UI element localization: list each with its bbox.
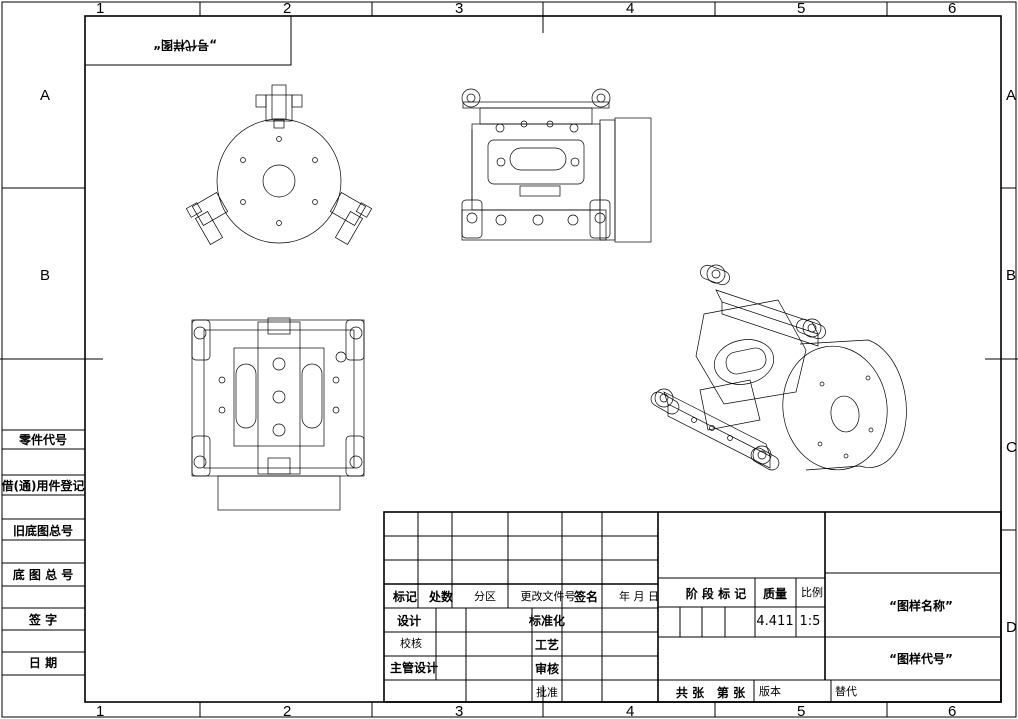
tb-scale: 比例: [801, 585, 823, 599]
zone-col-1-bottom: 1: [96, 703, 104, 719]
zone-col-5-bottom: 5: [797, 703, 805, 719]
old-base-label: 旧底图总号: [13, 523, 73, 538]
date-label: 日 期: [29, 655, 57, 670]
tb-mass-value: 4.411: [756, 614, 793, 629]
tb-change-doc: 更改文件号: [521, 589, 576, 603]
zone-col-4: 4: [626, 0, 634, 17]
tb-review: 审核: [535, 661, 559, 676]
tb-zone: 分区: [474, 590, 496, 603]
tb-ymd: 年 月 日: [619, 589, 659, 603]
view-front: [461, 88, 652, 243]
zone-col-6: 6: [948, 0, 956, 17]
tb-sheet-no: 第 张: [717, 685, 746, 700]
base-total-label: 底 图 总 号: [13, 567, 74, 582]
tb-stage-mark: 阶 段 标 记: [686, 586, 747, 601]
zone-col-1: 1: [96, 0, 104, 17]
view-isometric: [650, 264, 907, 471]
zone-row-b-left: B: [40, 267, 50, 284]
title-block: 标记 处数 分区 更改文件号 签名 年 月 日 设计 校核 主管设计 标准化 工…: [383, 511, 1002, 703]
part-code-label: 零件代号: [18, 432, 67, 447]
tb-sign: 签名: [573, 589, 598, 604]
borrowed-label: 借(通)用件登记: [1, 478, 85, 493]
tb-version: 版本: [759, 684, 781, 698]
tb-total-sheets: 共 张: [676, 685, 705, 700]
zone-col-6-bottom: 6: [948, 703, 956, 719]
zone-row-d-right: D: [1006, 619, 1017, 636]
tb-drawing-code: “图样代号”: [889, 651, 953, 666]
zone-labels: 1 2 3 4 5 6 1 2 3 4 5 6 A B A B C D: [40, 0, 1017, 719]
tb-mass: 质量: [763, 586, 787, 601]
drawing-code-box-text: „号代样图“: [153, 38, 217, 53]
tb-standardize: 标准化: [528, 613, 565, 628]
tb-design: 设计: [397, 613, 421, 628]
zone-col-2: 2: [283, 0, 291, 17]
zone-row-c-right: C: [1006, 439, 1017, 456]
tb-process: 工艺: [535, 637, 559, 652]
zone-row-a-left: A: [40, 87, 50, 104]
signature-label: 签 字: [28, 612, 57, 627]
tb-check: 校核: [400, 636, 422, 650]
zone-col-5: 5: [797, 0, 805, 17]
tb-approve: 批准: [536, 685, 558, 699]
tb-mark: 标记: [392, 589, 417, 604]
zone-col-4-bottom: 4: [626, 703, 634, 719]
drawing-code-box: „号代样图“: [84, 15, 292, 66]
tb-replace: 替代: [835, 684, 857, 698]
tb-count: 处数: [428, 589, 454, 604]
tb-drawing-name: “图样名称”: [889, 598, 953, 613]
tb-scale-value: 1:5: [800, 614, 821, 629]
zone-col-2-bottom: 2: [283, 703, 291, 719]
view-top: [191, 317, 365, 511]
tb-chief-design: 主管设计: [390, 660, 438, 675]
zone-row-b-right: B: [1006, 267, 1016, 284]
left-strip: 零件代号 借(通)用件登记 旧底图总号 底 图 总 号 签 字 日 期: [1, 429, 85, 676]
zone-row-a-right: A: [1006, 87, 1016, 104]
zone-col-3-bottom: 3: [455, 703, 463, 719]
zone-col-3: 3: [455, 0, 463, 17]
view-top-circular: [185, 84, 373, 245]
